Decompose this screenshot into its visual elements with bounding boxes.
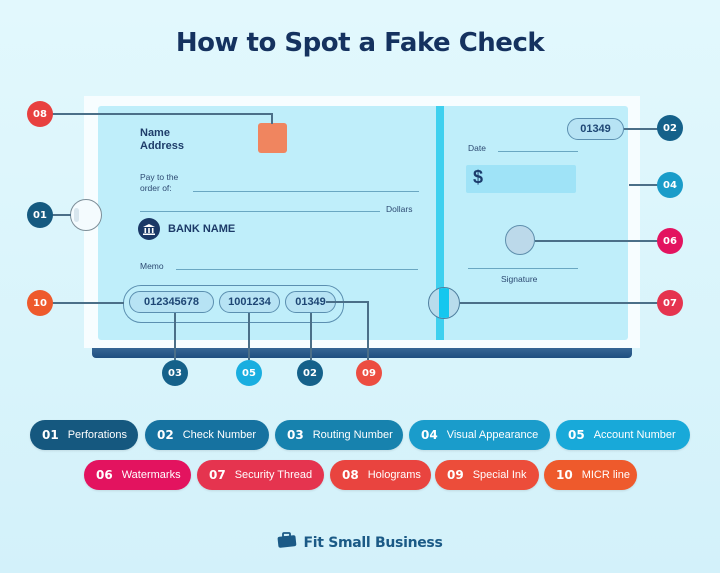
date-line (498, 151, 578, 152)
dollars-label: Dollars (386, 204, 413, 214)
bank-icon (138, 218, 160, 240)
legend-num: 08 (342, 468, 359, 482)
pay-to-line1: Pay to the (140, 172, 179, 182)
legend-item-holograms: 08 Holograms (330, 460, 431, 490)
security-thread-strip (436, 106, 444, 340)
payer-address: Address (140, 140, 185, 152)
callout-07: 07 (657, 290, 683, 316)
connector-01 (52, 214, 71, 216)
legend-item-account-number: 05 Account Number (556, 420, 690, 450)
connector-09-h (326, 301, 368, 303)
legend-item-check-number: 02 Check Number (145, 420, 269, 450)
micr-line-group (123, 285, 344, 323)
micr-routing-number: 012345678 (129, 291, 214, 313)
legend-label: Watermarks (121, 469, 181, 481)
memo-label: Memo (140, 261, 164, 271)
legend-num: 02 (157, 428, 174, 442)
connector-09-v (367, 301, 369, 360)
legend-item-routing-number: 03 Routing Number (275, 420, 403, 450)
legend-label: Account Number (593, 429, 676, 441)
pay-to-label: Pay to the order of: (140, 172, 178, 194)
legend-label: Routing Number (312, 429, 393, 441)
name-address: Name Address (140, 127, 184, 153)
callout-02-bottom: 02 (297, 360, 323, 386)
signature-line (468, 268, 578, 269)
connector-04 (629, 184, 659, 186)
legend-label: Holograms (367, 469, 421, 481)
payee-line (193, 191, 419, 192)
callout-06: 06 (657, 228, 683, 254)
legend-item-special-ink: 09 Special Ink (435, 460, 539, 490)
legend-label: Check Number (182, 429, 257, 441)
callout-01: 01 (27, 202, 53, 228)
legend-num: 10 (556, 468, 573, 482)
legend-label: Visual Appearance (446, 429, 539, 441)
callout-09: 09 (356, 360, 382, 386)
amount-words-line (140, 211, 380, 212)
connector-08-drop (271, 113, 273, 124)
brand-footer: Fit Small Business (0, 532, 720, 553)
legend-item-watermarks: 06 Watermarks (84, 460, 191, 490)
dollar-sign: $ (473, 167, 484, 187)
micr-account-number: 1001234 (219, 291, 280, 313)
bank-name: BANK NAME (168, 223, 236, 235)
legend-item-visual-appearance: 04 Visual Appearance (409, 420, 550, 450)
legend-label: Security Thread (234, 469, 313, 481)
legend-item-security-thread: 07 Security Thread (197, 460, 324, 490)
callout-03: 03 (162, 360, 188, 386)
briefcase-icon (277, 532, 297, 553)
connector-03 (174, 313, 176, 360)
perforation-highlight (70, 199, 102, 231)
legend-label: MICR line (581, 469, 630, 481)
connector-02-top (624, 128, 659, 130)
legend-item-perforations: 01 Perforations (30, 420, 138, 450)
legend-num: 09 (447, 468, 464, 482)
memo-line (176, 269, 418, 270)
connector-05 (248, 313, 250, 360)
legend-num: 03 (287, 428, 304, 442)
legend-num: 04 (421, 428, 438, 442)
legend-num: 01 (42, 428, 59, 442)
micr-check-number: 01349 (285, 291, 336, 313)
connector-08 (52, 113, 272, 115)
brand-name: Fit Small Business (303, 534, 443, 551)
watermark-circle (505, 225, 535, 255)
hologram-patch (258, 123, 287, 153)
callout-02-top: 02 (657, 115, 683, 141)
page-title: How to Spot a Fake Check (175, 28, 545, 58)
connector-06 (535, 240, 659, 242)
check-shadow (92, 346, 632, 358)
legend-label: Perforations (67, 429, 128, 441)
callout-04: 04 (657, 172, 683, 198)
payer-name: Name (140, 127, 170, 139)
bank-block: BANK NAME (138, 218, 235, 240)
connector-02-bottom (310, 313, 312, 360)
connector-10 (52, 302, 124, 304)
check-number-top: 01349 (567, 118, 624, 140)
legend-num: 05 (568, 428, 585, 442)
amount-box (466, 165, 576, 193)
pay-to-line2: order of: (140, 183, 172, 193)
callout-05: 05 (236, 360, 262, 386)
legend-label: Special Ink (472, 469, 527, 481)
callout-08: 08 (27, 101, 53, 127)
callout-10: 10 (27, 290, 53, 316)
legend-item-micr-line: 10 MICR line (544, 460, 637, 490)
date-label: Date (468, 143, 486, 153)
legend-num: 07 (209, 468, 226, 482)
connector-07 (460, 302, 659, 304)
signature-label: Signature (501, 274, 538, 284)
security-thread-highlight (428, 287, 460, 319)
legend-num: 06 (96, 468, 113, 482)
